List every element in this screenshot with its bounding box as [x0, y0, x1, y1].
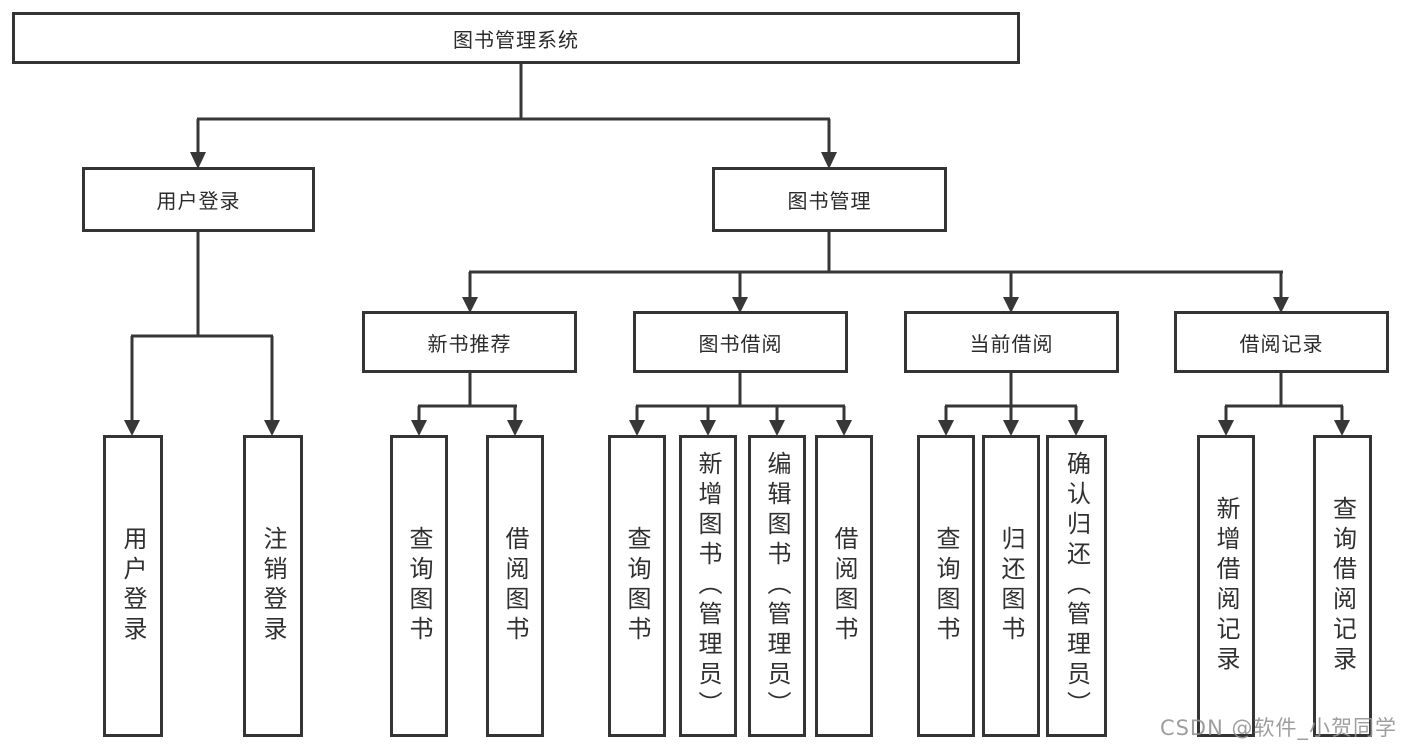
- node-book-borrow: 图书借阅: [633, 311, 848, 373]
- leaf-edit-books-admin: 编辑图书（管理员）: [748, 435, 806, 737]
- node-book-management-branch: 图书管理: [712, 167, 947, 232]
- node-new-book-recommend: 新书推荐: [362, 311, 577, 373]
- leaf-recommend-borrow-books: 借阅图书: [486, 435, 544, 737]
- node-root-library-system: 图书管理系统: [12, 12, 1020, 64]
- node-user-login-branch: 用户登录: [82, 167, 315, 232]
- csdn-watermark: CSDN @软件_小贺同学: [1159, 716, 1397, 740]
- leaf-current-query-books: 查询图书: [917, 435, 975, 737]
- leaf-recommend-query-books: 查询图书: [390, 435, 448, 737]
- leaf-return-books: 归还图书: [982, 435, 1040, 737]
- leaf-user-login: 用户登录: [103, 435, 163, 737]
- leaf-confirm-return-admin: 确认归还（管理员）: [1046, 435, 1107, 737]
- leaf-logout: 注销登录: [243, 435, 303, 737]
- leaf-borrow-books: 借阅图书: [815, 435, 873, 737]
- leaf-add-books-admin: 新增图书（管理员）: [679, 435, 737, 737]
- leaf-add-borrow-record: 新增借阅记录: [1197, 435, 1255, 737]
- node-current-borrow: 当前借阅: [904, 311, 1119, 373]
- node-borrow-records: 借阅记录: [1174, 311, 1389, 373]
- leaf-query-borrow-record: 查询借阅记录: [1313, 435, 1372, 737]
- leaf-borrow-query-books: 查询图书: [608, 435, 666, 737]
